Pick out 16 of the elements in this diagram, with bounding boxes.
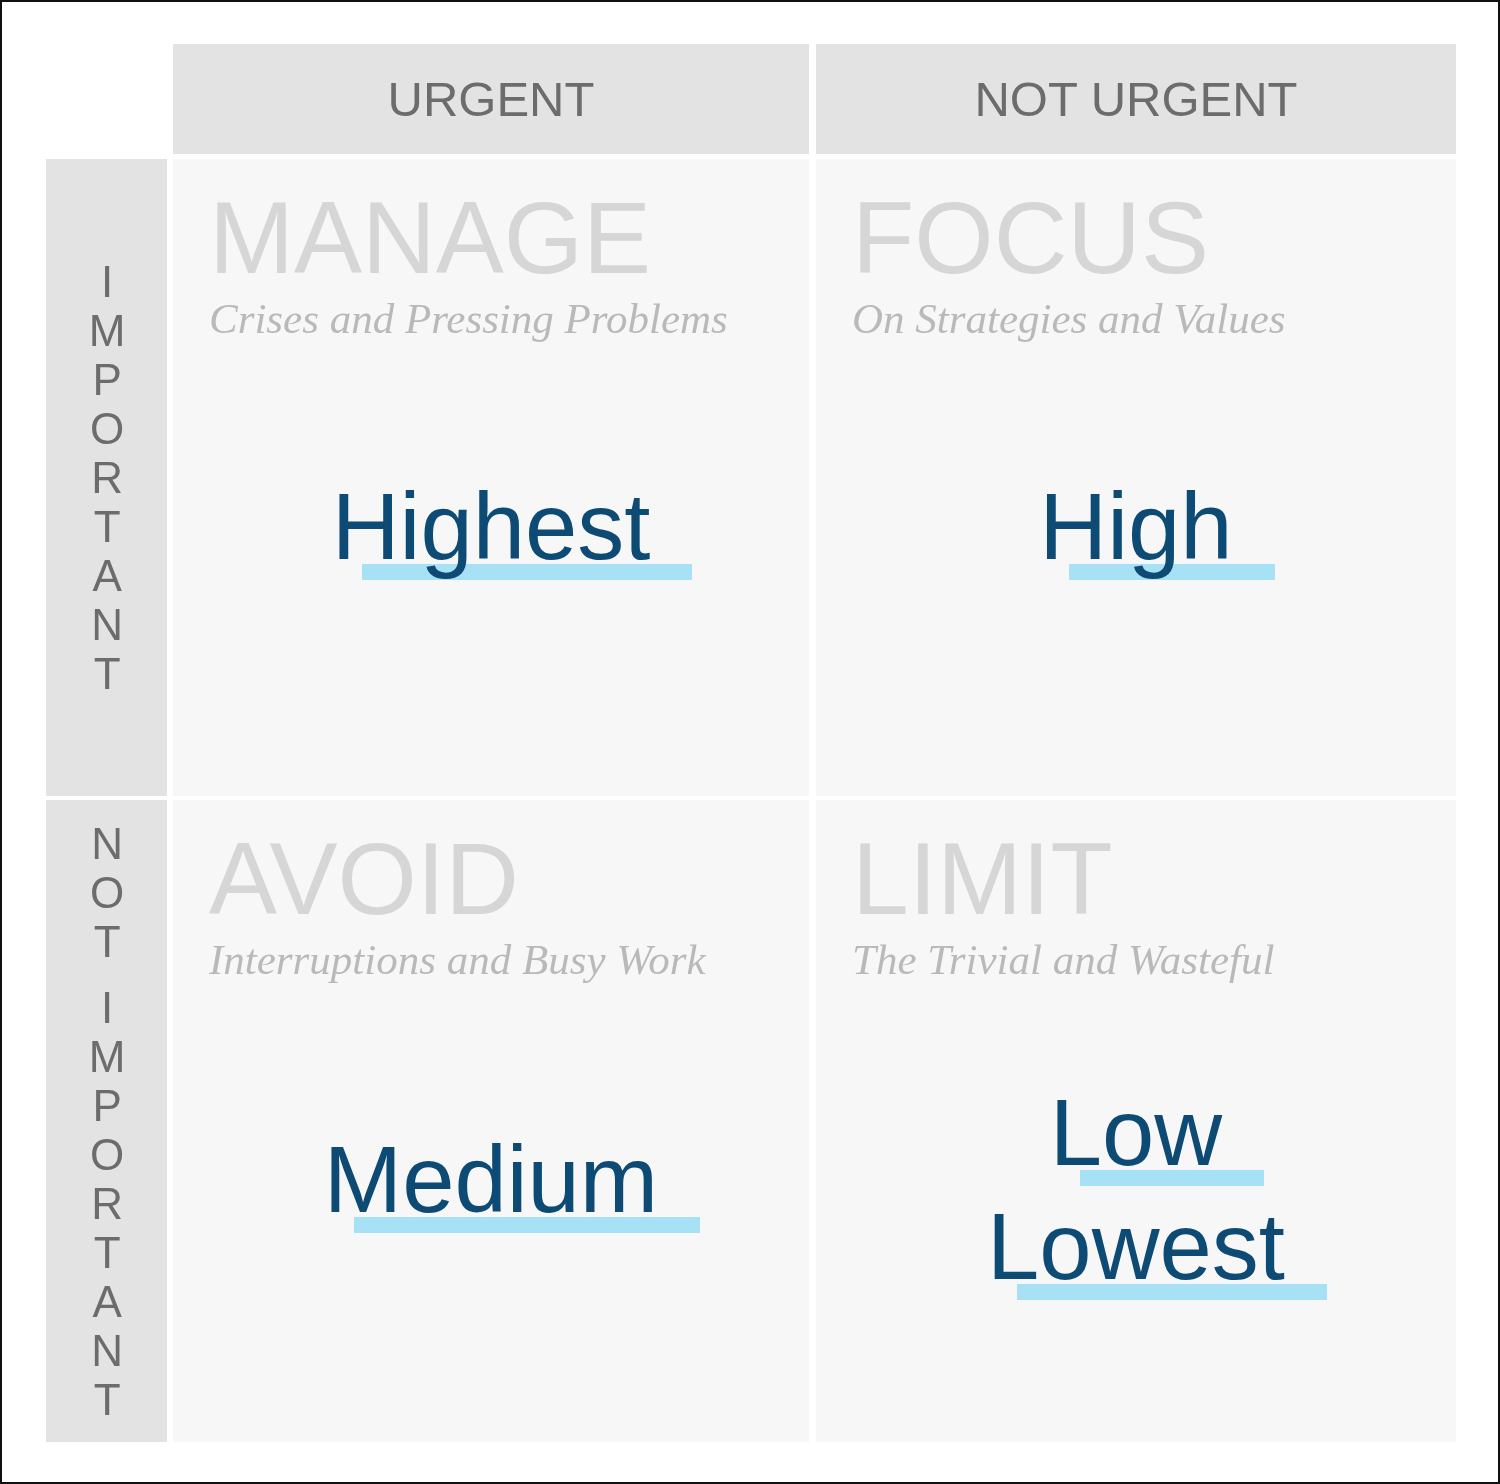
row-header-band: [46, 159, 167, 796]
row-heading: IMPORTANT: [82, 257, 131, 698]
quadrant-panel: [173, 159, 809, 796]
quadrant-panel: [173, 800, 809, 1442]
row-heading: NOT IMPORTANT: [82, 818, 131, 1424]
quadrant-panel: [816, 800, 1456, 1442]
column-header-band: [816, 44, 1456, 154]
quadrant-panel: [816, 159, 1456, 796]
column-header-band: [173, 44, 809, 154]
quadrant-subtitle: The Trivial and Wasteful: [852, 936, 1275, 984]
row-header-band: [46, 800, 167, 1442]
quadrant-subtitle: Interruptions and Busy Work: [209, 936, 706, 984]
quadrant-subtitle: Crises and Pressing Problems: [209, 295, 728, 343]
quadrant-subtitle: On Strategies and Values: [852, 295, 1286, 343]
column-heading: URGENT: [387, 74, 595, 124]
column-heading: NOT URGENT: [974, 74, 1298, 124]
